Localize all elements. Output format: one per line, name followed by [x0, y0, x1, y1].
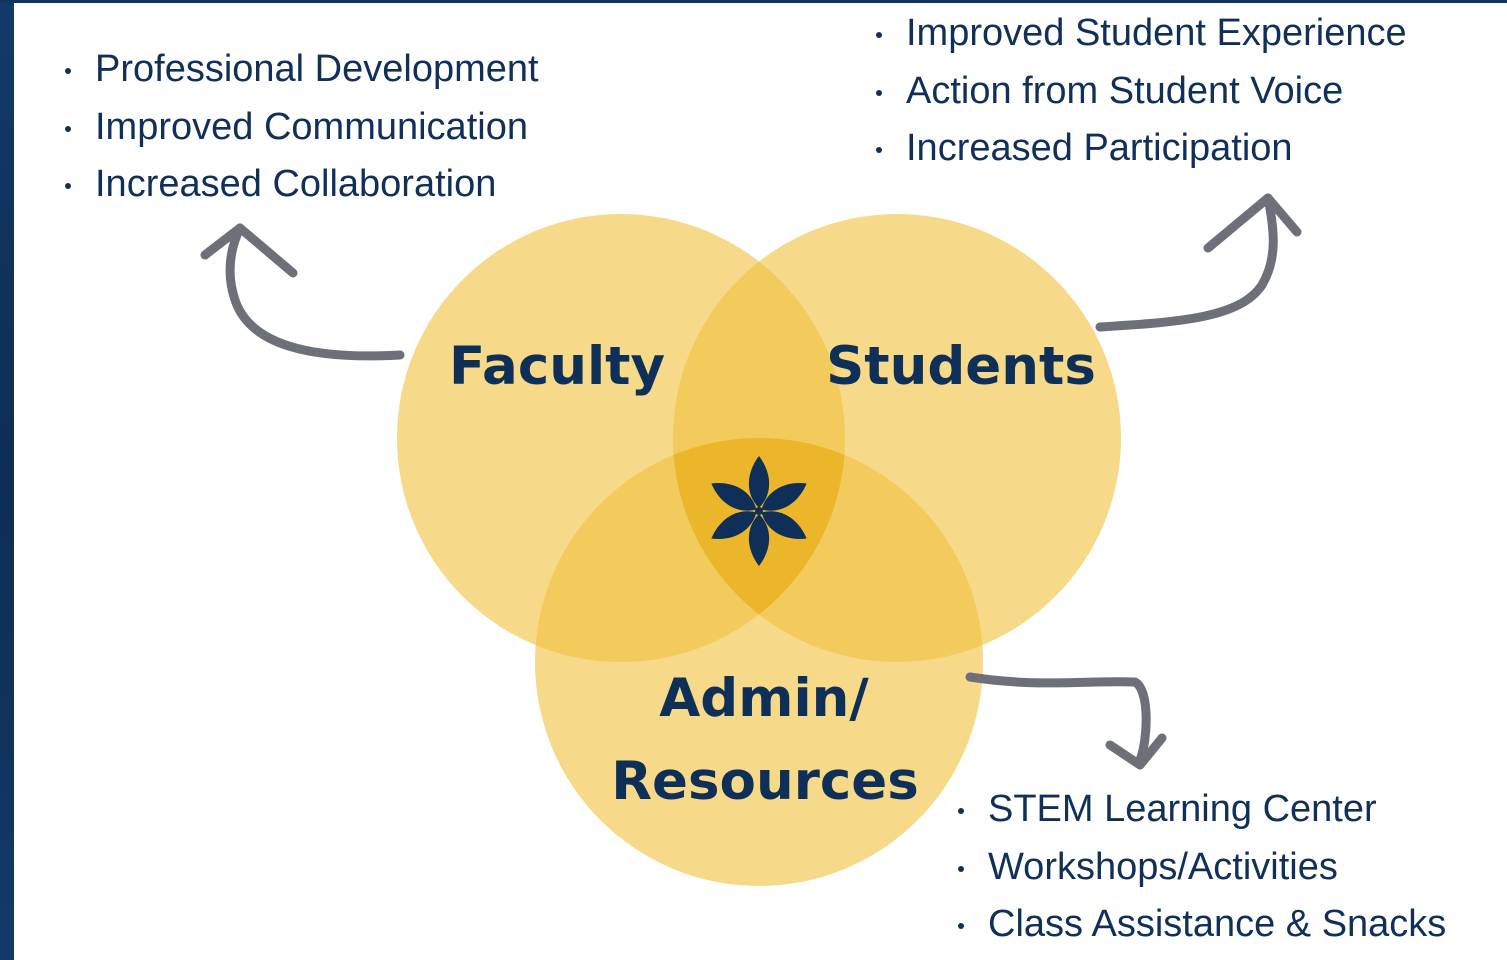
list-item: Improved Communication — [62, 99, 539, 157]
list-item: Workshops/Activities — [955, 839, 1446, 897]
top-frame-border — [0, 0, 1507, 3]
list-item: Class Assistance & Snacks — [955, 896, 1446, 954]
student-outcomes-list: Improved Student Experience Action from … — [873, 5, 1407, 178]
asterisk-flower-icon — [711, 456, 807, 566]
list-item: Action from Student Voice — [873, 63, 1407, 121]
curved-arrow-icon-faculty — [200, 223, 405, 361]
students-label: Students — [826, 336, 1096, 397]
list-item: Increased Participation — [873, 120, 1407, 178]
list-item: Professional Development — [62, 41, 539, 99]
admin-resources-list: STEM Learning Center Workshops/Activitie… — [955, 781, 1446, 954]
curved-arrow-icon-admin — [965, 672, 1167, 770]
admin-label-line2: Resources — [611, 751, 919, 812]
faculty-label: Faculty — [449, 336, 665, 397]
curved-arrow-icon-students — [1095, 193, 1302, 332]
admin-label-line1: Admin/ — [659, 668, 869, 729]
list-item: Increased Collaboration — [62, 156, 539, 214]
admin-resources-circle — [535, 438, 983, 886]
list-item: Improved Student Experience — [873, 5, 1407, 63]
faculty-outcomes-list: Professional Development Improved Commun… — [62, 41, 539, 214]
left-frame-border — [0, 0, 14, 960]
list-item: STEM Learning Center — [955, 781, 1446, 839]
